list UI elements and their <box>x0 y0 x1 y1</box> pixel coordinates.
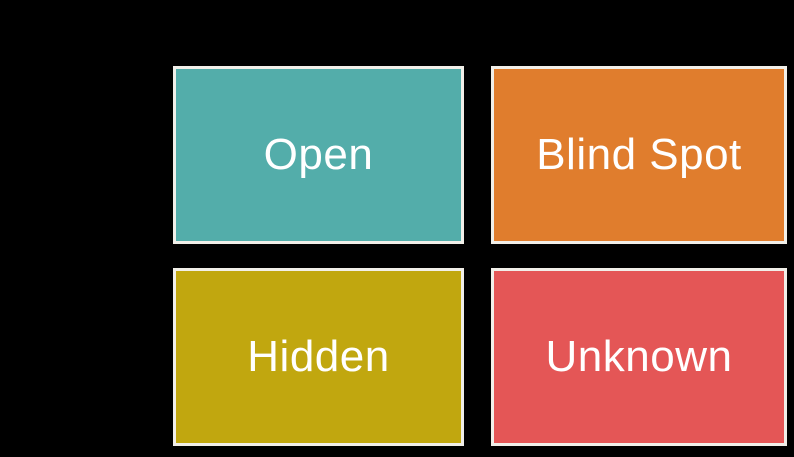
quadrant-blind-spot-label: Blind Spot <box>536 130 742 179</box>
quadrant-hidden: Hidden <box>173 268 464 446</box>
quadrant-open-label: Open <box>263 130 374 179</box>
quadrant-unknown-label: Unknown <box>545 332 733 381</box>
quadrant-unknown: Unknown <box>491 268 787 446</box>
quadrant-hidden-label: Hidden <box>247 332 390 381</box>
quadrant-blind-spot: Blind Spot <box>491 66 787 244</box>
quadrant-open: Open <box>173 66 464 244</box>
